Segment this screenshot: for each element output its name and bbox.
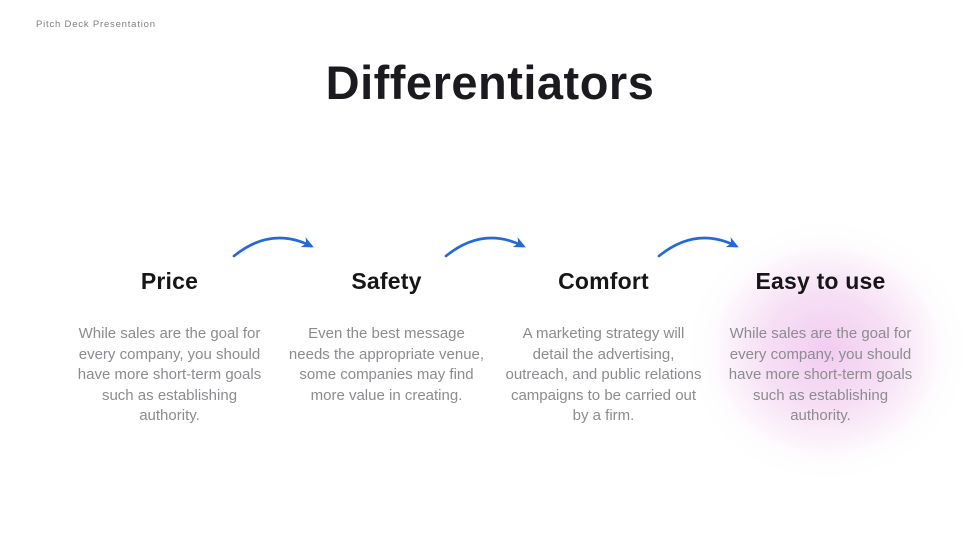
- column-heading: Safety: [351, 268, 422, 294]
- curved-arrow-icon: [444, 236, 526, 258]
- feature-column-easy-to-use: Easy to use While sales are the goal for…: [721, 266, 920, 427]
- feature-column-comfort: Comfort A marketing strategy will detail…: [504, 266, 703, 427]
- page-title: Differentiators: [325, 56, 655, 109]
- column-heading: Easy to use: [755, 268, 886, 294]
- feature-column-safety: Safety Even the best message needs the a…: [287, 266, 486, 427]
- column-body: While sales are the goal for every compa…: [728, 325, 913, 424]
- curved-arrow-icon: [657, 236, 739, 258]
- column-heading: Comfort: [558, 268, 649, 294]
- curved-arrow-icon: [232, 236, 314, 258]
- feature-column-price: Price While sales are the goal for every…: [70, 266, 269, 427]
- column-body: While sales are the goal for every compa…: [77, 325, 262, 424]
- pink-glow-highlight: [662, 198, 980, 504]
- column-body: Even the best message needs the appropri…: [288, 325, 485, 404]
- column-body: A marketing strategy will detail the adv…: [505, 325, 702, 424]
- column-heading: Price: [140, 268, 199, 294]
- kicker-label: Pitch Deck Presentation: [36, 19, 156, 30]
- feature-columns: Price While sales are the goal for every…: [70, 266, 920, 427]
